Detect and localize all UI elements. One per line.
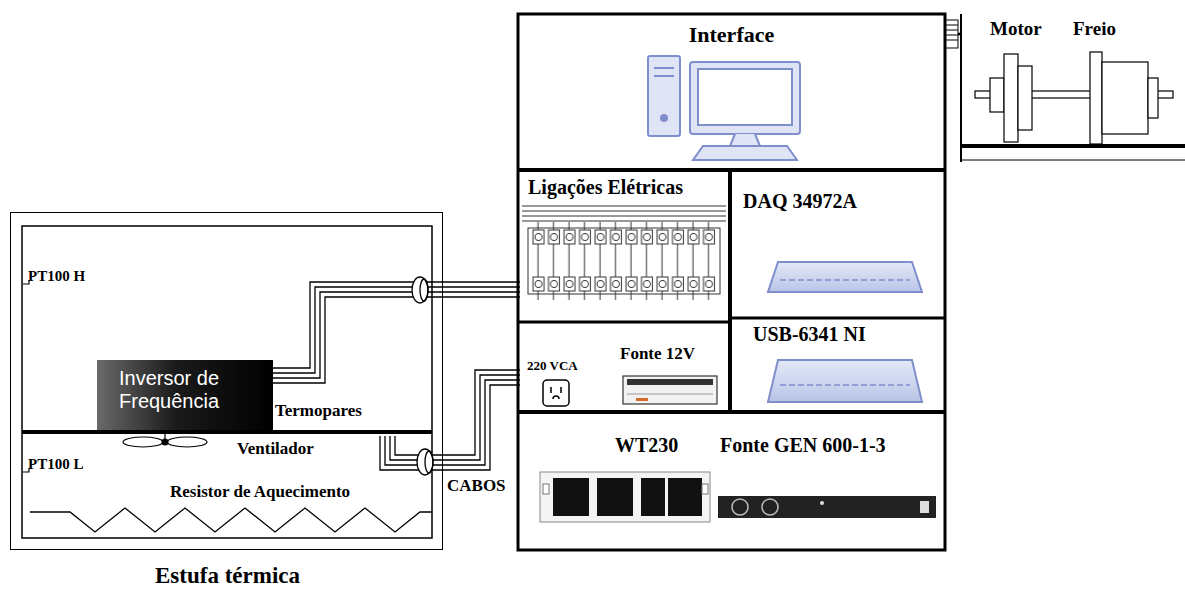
usb-daq-compartment: USB-6341 NI bbox=[733, 321, 943, 410]
wiring-compartment: Ligações Elétricas bbox=[520, 173, 728, 320]
pt100-sensor bbox=[23, 280, 29, 472]
cable-wire bbox=[443, 370, 520, 455]
node-text: Ligações Elétricas bbox=[528, 176, 683, 199]
node-text: 220 VCA bbox=[527, 359, 578, 374]
cable-gland bbox=[412, 277, 433, 475]
part-label: Termopares bbox=[275, 401, 362, 421]
part-label: Resistor de Aquecimento bbox=[170, 482, 350, 502]
interface-compartment: Interface bbox=[520, 16, 949, 168]
wt230-meter bbox=[540, 472, 710, 522]
cable-wire bbox=[273, 292, 520, 378]
part-label: PT100 H bbox=[28, 268, 85, 285]
chamber-box: Estufa térmicaInversor de Frequência bbox=[10, 212, 443, 550]
node-text: Freio bbox=[1073, 18, 1116, 40]
cable-bundle bbox=[443, 370, 520, 470]
daq-compartment: DAQ 34972A bbox=[733, 173, 943, 316]
node-text: DAQ 34972A bbox=[743, 190, 857, 213]
part-label: Ventilador bbox=[237, 439, 314, 459]
motor-bench bbox=[961, 14, 1185, 162]
computer-icon bbox=[648, 56, 800, 160]
outlet-symbol bbox=[543, 380, 569, 406]
cable-stub bbox=[380, 436, 443, 470]
cable-wire bbox=[443, 385, 520, 470]
node-text: Motor bbox=[990, 18, 1042, 40]
cable-bundle bbox=[273, 282, 520, 383]
inverter-box: Inversor de Frequência bbox=[97, 360, 273, 430]
node-text: Inversor de Frequência bbox=[119, 367, 267, 413]
node-text: Interface bbox=[520, 22, 943, 47]
gen-power-supply bbox=[718, 496, 936, 518]
terminal-block bbox=[522, 206, 726, 302]
motor-brake-bench: Motor Freio bbox=[960, 14, 1185, 162]
rack-frame bbox=[518, 14, 945, 550]
node-text: USB-6341 NI bbox=[753, 323, 866, 346]
instrument-compartment: WT230 Fonte GEN 600-1-3 bbox=[520, 414, 943, 548]
cable-wire bbox=[443, 380, 520, 465]
cable-wire bbox=[273, 282, 520, 368]
node-text: Fonte 12V bbox=[620, 344, 695, 364]
cable-wire bbox=[273, 287, 520, 373]
cable-wire bbox=[443, 375, 520, 460]
fan-symbol bbox=[123, 434, 207, 447]
power-compartment: 220 VCA Fonte 12V bbox=[520, 325, 728, 410]
chamber-frame bbox=[22, 226, 432, 538]
node-text: Fonte GEN 600-1-3 bbox=[720, 434, 886, 457]
heating-resistor bbox=[30, 508, 432, 532]
node-text: WT230 bbox=[615, 434, 678, 457]
part-label: PT100 L bbox=[28, 456, 83, 473]
power-supply-12v bbox=[623, 376, 717, 404]
rack-connector bbox=[946, 20, 958, 48]
node-text: Estufa térmica bbox=[11, 563, 444, 589]
part-label: CABOS bbox=[447, 476, 506, 496]
